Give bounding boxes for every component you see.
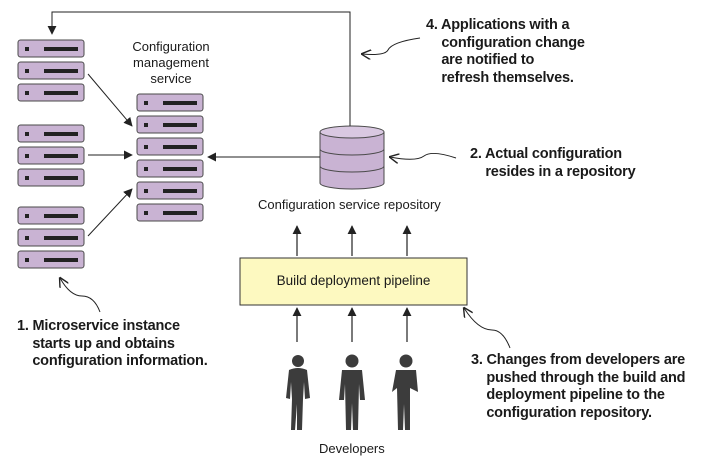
microservice-instance-2 xyxy=(17,124,85,187)
server-unit xyxy=(136,137,204,156)
note-step3: 3. Changes from developers are pushed th… xyxy=(471,352,686,421)
notification-loop-arrow xyxy=(47,11,351,126)
callout-arrow-step3 xyxy=(464,308,511,349)
microservice-instance-3 xyxy=(17,206,85,269)
note-step4: 4. Applications with a configuration cha… xyxy=(426,17,585,86)
configuration-management-service-label: Configuration management service xyxy=(132,39,210,86)
server-unit xyxy=(17,61,85,80)
arrow-instance1-to-service xyxy=(87,73,133,127)
note-step1: 1. Microservice instance starts up and o… xyxy=(17,318,208,369)
server-unit xyxy=(17,206,85,225)
server-unit xyxy=(17,168,85,187)
server-unit xyxy=(17,124,85,143)
repository-label: Configuration service repository xyxy=(258,197,441,212)
server-unit xyxy=(136,159,204,178)
callout-arrow-step2 xyxy=(390,152,457,159)
note-step2: 2. Actual configuration resides in a rep… xyxy=(470,146,636,180)
configuration-management-service-stack xyxy=(136,93,204,222)
configuration-repository-cylinder xyxy=(319,125,385,190)
server-unit xyxy=(136,93,204,112)
pipeline-label: Build deployment pipeline xyxy=(276,273,431,288)
server-unit xyxy=(17,83,85,102)
server-unit xyxy=(17,250,85,269)
build-deployment-pipeline-box xyxy=(239,257,468,306)
developers-label: Developers xyxy=(319,441,385,456)
arrow-instance3-to-service xyxy=(87,188,133,237)
server-unit xyxy=(136,115,204,134)
server-unit xyxy=(17,39,85,58)
callout-arrow-step4 xyxy=(362,37,421,55)
microservice-instance-1 xyxy=(17,39,85,102)
callout-arrow-step1 xyxy=(60,278,101,313)
developer-icon xyxy=(339,354,365,430)
developer-icon xyxy=(286,355,310,430)
developer-icon xyxy=(392,354,418,430)
server-unit xyxy=(136,181,204,200)
server-unit xyxy=(17,228,85,247)
server-unit xyxy=(136,203,204,222)
server-unit xyxy=(17,146,85,165)
